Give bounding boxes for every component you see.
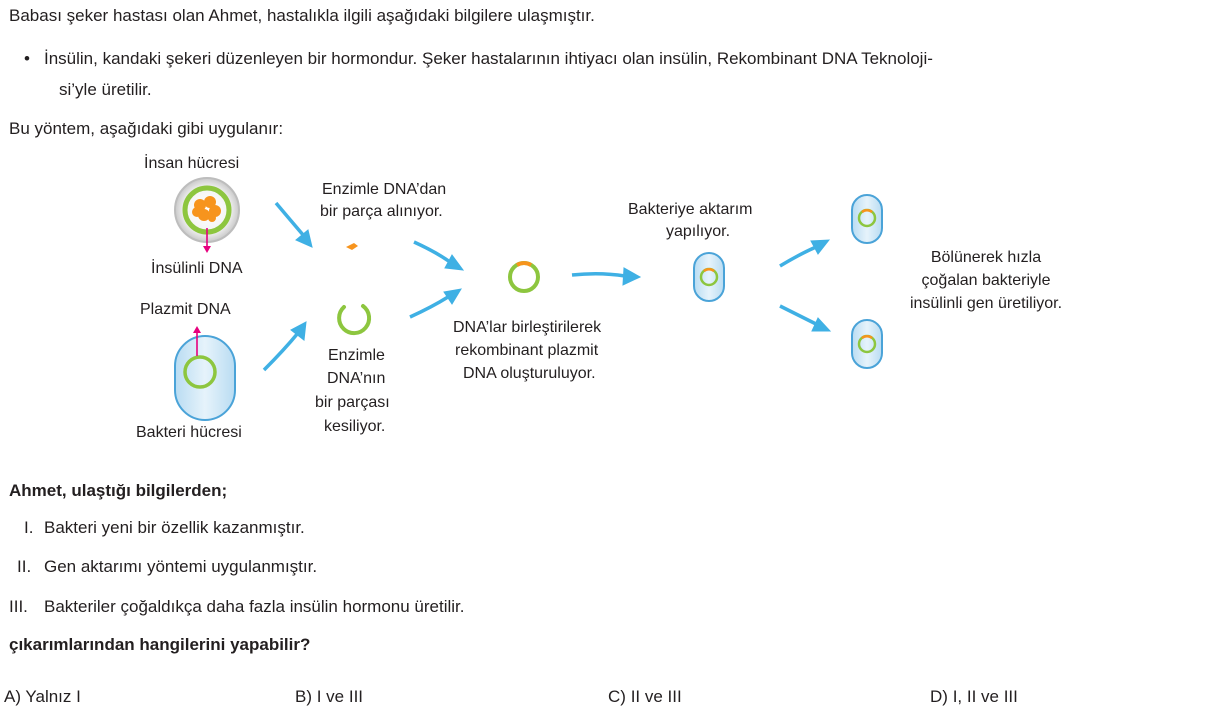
label-human-cell: İnsan hücresi [144,155,240,172]
bullet-line-1: İnsülin, kandaki şekeri düzenleyen bir h… [44,49,933,68]
statement-2-text: Gen aktarımı yöntemi uygulanmıştır. [44,557,318,576]
daughter-bacterium-bottom-icon [851,319,883,369]
intro-text: Babası şeker hastası olan Ahmet, hastalı… [9,6,595,25]
insulin-dna-pointer [203,228,211,253]
label-divide-1: Bölünerek hızla [930,249,1042,266]
bullet-dot: • [24,49,30,68]
arrow-bacteria-to-cut [262,321,307,372]
label-plasmid-dna: Plazmit DNA [140,301,231,318]
label-divide-3: insülinli gen üretiliyor. [909,295,1063,312]
method-intro: Bu yöntem, aşağıdaki gibi uygulanır: [9,119,284,138]
arrow-bacterium-to-top [779,239,831,268]
option-b-label: B) [295,687,312,706]
option-d[interactable]: D) I, II ve III [930,687,1018,707]
cut-plasmid-icon [337,304,372,336]
option-d-label: D) [930,687,948,706]
label-combine-3: DNA oluşturuluyor. [463,365,596,382]
arrow-human-to-fragment [274,201,313,248]
label-divide-2: çoğalan bakteriyle [921,272,1051,289]
bullet-line-2: si’yle üretilir. [59,80,152,99]
option-c-text: II ve III [630,687,682,706]
daughter-bacterium-top-icon [851,194,883,244]
label-bacteria-cell: Bakteri hücresi [136,424,242,441]
arrow-fragment-to-plasmid [413,240,465,271]
label-enzyme-cut-2: DNA’nın [327,370,386,387]
statement-2-num: II. [17,557,32,576]
option-c[interactable]: C) II ve III [608,687,682,707]
label-combine-2: rekombinant plazmit [455,342,599,359]
statement-3-num: III. [9,597,28,616]
label-enzyme-cut-4: kesiliyor. [324,418,386,435]
question-intro: Ahmet, ulaştığı bilgilerden; [9,481,228,500]
option-c-label: C) [608,687,626,706]
arrow-plasmid-to-bacterium [571,267,642,286]
label-transfer-1: Bakteriye aktarım [628,201,753,218]
label-insulin-dna: İnsülinli DNA [151,260,243,277]
process-arrows [262,201,832,372]
option-a-text: Yalnız I [25,687,81,706]
option-b[interactable]: B) I ve III [295,687,363,707]
dna-fragment-icon [346,243,358,250]
bacteria-cell-icon [174,335,236,421]
option-a[interactable]: A) Yalnız I [4,687,81,707]
option-d-text: I, II ve III [952,687,1018,706]
label-enzyme-cut-1: Enzimle [328,347,385,364]
statement-1-text: Bakteri yeni bir özellik kazanmıştır. [44,518,305,537]
question-text: çıkarımlarından hangilerini yapabilir? [9,635,311,654]
label-enzyme-piece-1: Enzimle DNA’dan [322,181,447,198]
statement-1-num: I. [24,518,34,537]
transformed-bacterium-icon [693,252,725,302]
arrow-cut-to-plasmid [409,288,462,319]
plasmid-dna-pointer [193,326,201,356]
option-b-text: I ve III [316,687,364,706]
label-combine-1: DNA’lar birleştirilerek [453,319,602,336]
label-enzyme-cut-3: bir parçası [315,394,390,411]
statement-3-text: Bakteriler çoğaldıkça daha fazla insülin… [44,597,465,616]
label-transfer-2: yapılıyor. [666,223,731,240]
arrow-bacterium-to-bottom [779,304,832,332]
recombinant-plasmid-icon [508,261,540,293]
label-enzyme-piece-2: bir parça alınıyor. [320,203,443,220]
option-a-label: A) [4,687,21,706]
